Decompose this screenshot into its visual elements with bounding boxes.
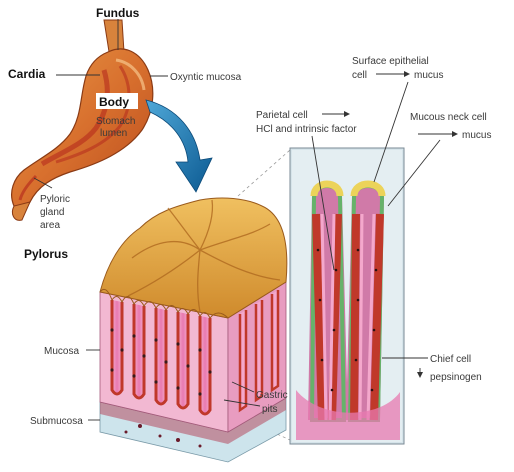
mucosa-label: Mucosa <box>44 346 79 357</box>
stomach-illustration <box>11 19 154 221</box>
body-label: Body <box>99 95 129 109</box>
pylorus-label: Pylorus <box>24 247 68 261</box>
pepsinogen-arrowhead <box>417 372 423 378</box>
pepsinogen-label: pepsinogen <box>430 372 482 383</box>
parietal-cell-arrowhead <box>344 111 350 117</box>
neck-mucus-label: mucus <box>462 130 491 141</box>
surface-mucus-arrowhead <box>404 71 410 77</box>
cardia-label: Cardia <box>8 67 46 81</box>
hcl-intrinsic-label: HCl and intrinsic factor <box>256 124 357 135</box>
submucosa-label: Submucosa <box>30 416 83 427</box>
zoom-guide-top <box>237 149 291 197</box>
mucous-neck-cell-label: Mucous neck cell <box>410 112 487 123</box>
stomach-lumen-label-2: lumen <box>100 128 127 139</box>
oxyntic-mucosa-label: Oxyntic mucosa <box>170 72 242 83</box>
surface-epithelial-label-1: Surface epithelial <box>352 56 429 67</box>
body-label-box <box>96 93 138 109</box>
pyloric-gland-label-3: area <box>40 220 60 231</box>
parietal-cell-pointer <box>311 135 335 271</box>
pyloric-gland-pointer <box>33 177 53 189</box>
pyloric-gland-label-1: Pyloric <box>40 194 70 205</box>
mucosa-tissue-block <box>99 197 288 463</box>
parietal-cell-label: Parietal cell <box>256 110 308 121</box>
gastric-gland-detail-panel <box>289 147 405 445</box>
surface-mucus-label: mucus <box>414 70 443 81</box>
gastric-pits-label-1: Gastric <box>256 390 288 401</box>
zoom-arrow <box>145 99 213 193</box>
surface-epithelial-label-2: cell <box>352 70 367 81</box>
gastric-pits-pointer-1 <box>231 381 255 393</box>
surface-epithelial-pointer <box>373 81 409 183</box>
mucous-neck-pointer <box>387 139 441 207</box>
pyloric-gland-label-2: gland <box>40 207 64 218</box>
stomach-lumen-label-1: Stomach <box>96 116 135 127</box>
gastric-pits-label-2: pits <box>262 404 278 415</box>
fundus-label: Fundus <box>96 6 140 20</box>
gastric-pits-pointer-2 <box>223 399 261 407</box>
chief-cell-label: Chief cell <box>430 354 471 365</box>
neck-mucus-arrowhead <box>452 131 458 137</box>
